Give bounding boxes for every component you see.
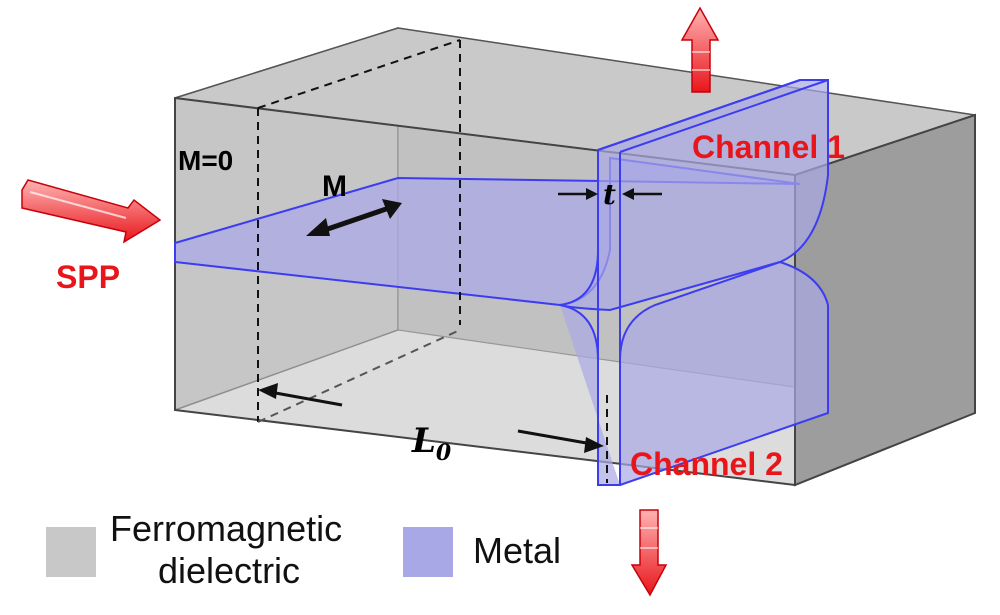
spp-label: SPP [56,259,120,295]
channel1-output-arrow [680,6,720,93]
spp-input-arrow [21,179,162,244]
channel1-label: Channel 1 [692,129,845,165]
metal-layer [174,79,829,486]
t-label: t [603,178,616,211]
m-zero-boundary [257,39,608,483]
metal-upper-branch [559,79,829,312]
channel2-output-arrow [630,509,668,597]
channel2-label: Channel 2 [630,446,783,482]
metal-legend-label: Metal [473,530,562,571]
metal-legend-swatch [403,527,453,577]
m-zero-label: M=0 [178,145,233,176]
ferro-legend-label: Ferromagnetic dielectric [110,508,342,592]
metal-lower-branch [559,260,829,486]
t-arrows [558,188,662,200]
m-arrow [306,199,402,236]
ferro-legend-line1: Ferromagnetic [110,508,343,549]
l0-label: L0 [411,421,452,466]
ferro-legend-line2: dielectric [158,550,301,591]
m-label: M [322,170,347,203]
l0-arrows [258,383,604,453]
metal-top-edge-2 [619,79,829,153]
metal-top-edge [597,79,801,151]
ferro-legend-swatch [46,527,96,577]
